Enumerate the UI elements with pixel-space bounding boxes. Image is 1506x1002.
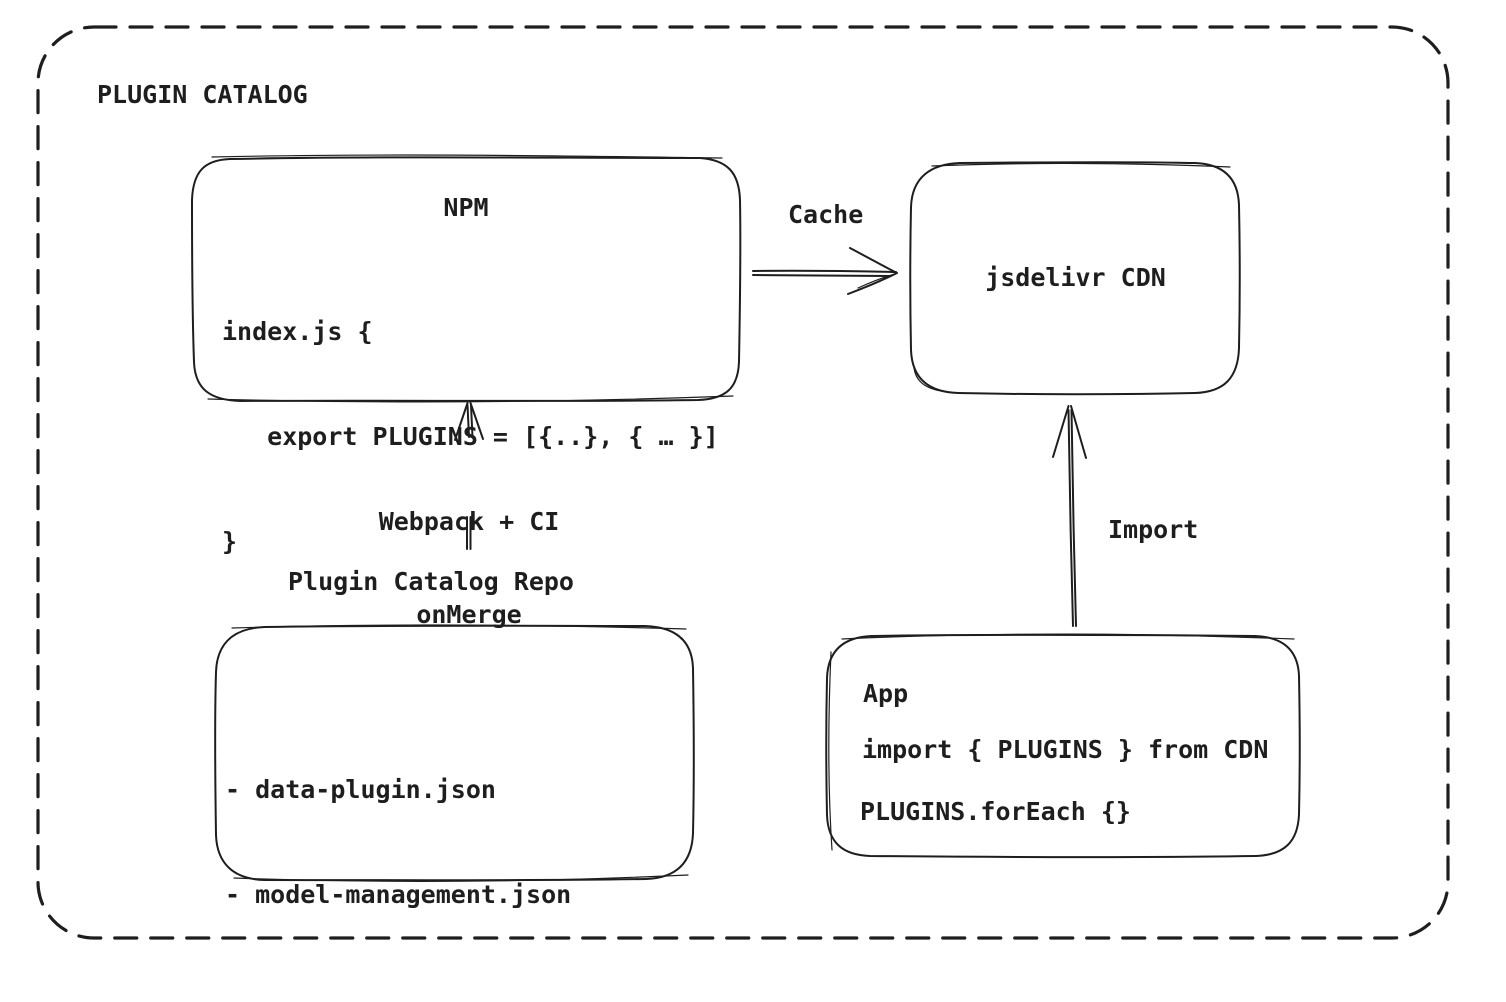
catalog-boundary	[36, 25, 1450, 940]
repo-item: - data-plugin.json	[225, 775, 496, 804]
cdn-node-title: jsdelivr CDN	[985, 263, 1166, 292]
app-node-shape	[825, 633, 1301, 859]
app-code-line: PLUGINS.forEach {}	[860, 797, 1131, 826]
npm-code-line: }	[222, 527, 238, 556]
npm-node-shape	[191, 154, 742, 403]
diagram-title: PLUGIN CATALOG	[97, 80, 308, 109]
repo-item: …	[225, 985, 256, 1002]
cache-arrow-label: Cache	[788, 200, 864, 229]
repo-node-label: Plugin Catalog Repo	[288, 567, 574, 596]
cache-arrow	[752, 247, 898, 295]
cdn-node-shape	[909, 161, 1241, 396]
build-arrow-label-line: onMerge	[416, 600, 522, 629]
npm-code-line: export PLUGINS = [{..}, { … }]	[222, 422, 719, 451]
import-arrow-label: Import	[1108, 515, 1199, 544]
repo-item: - model-management.json	[225, 880, 572, 909]
npm-node-title: NPM	[443, 193, 489, 222]
build-arrow	[454, 402, 484, 550]
app-code-line: import { PLUGINS } from CDN	[862, 735, 1269, 764]
app-node-title: App	[863, 679, 909, 708]
repo-node-shape	[214, 624, 695, 882]
build-arrow-label: Webpack + CI onMerge	[319, 444, 619, 692]
repo-node-items: - data-plugin.json - model-management.js…	[225, 702, 571, 1002]
npm-code-line: index.js {	[222, 317, 373, 346]
npm-node-code: index.js { export PLUGINS = [{..}, { … }…	[222, 244, 719, 629]
build-arrow-label-line: Webpack + CI	[378, 507, 560, 536]
import-arrow	[1052, 405, 1087, 627]
